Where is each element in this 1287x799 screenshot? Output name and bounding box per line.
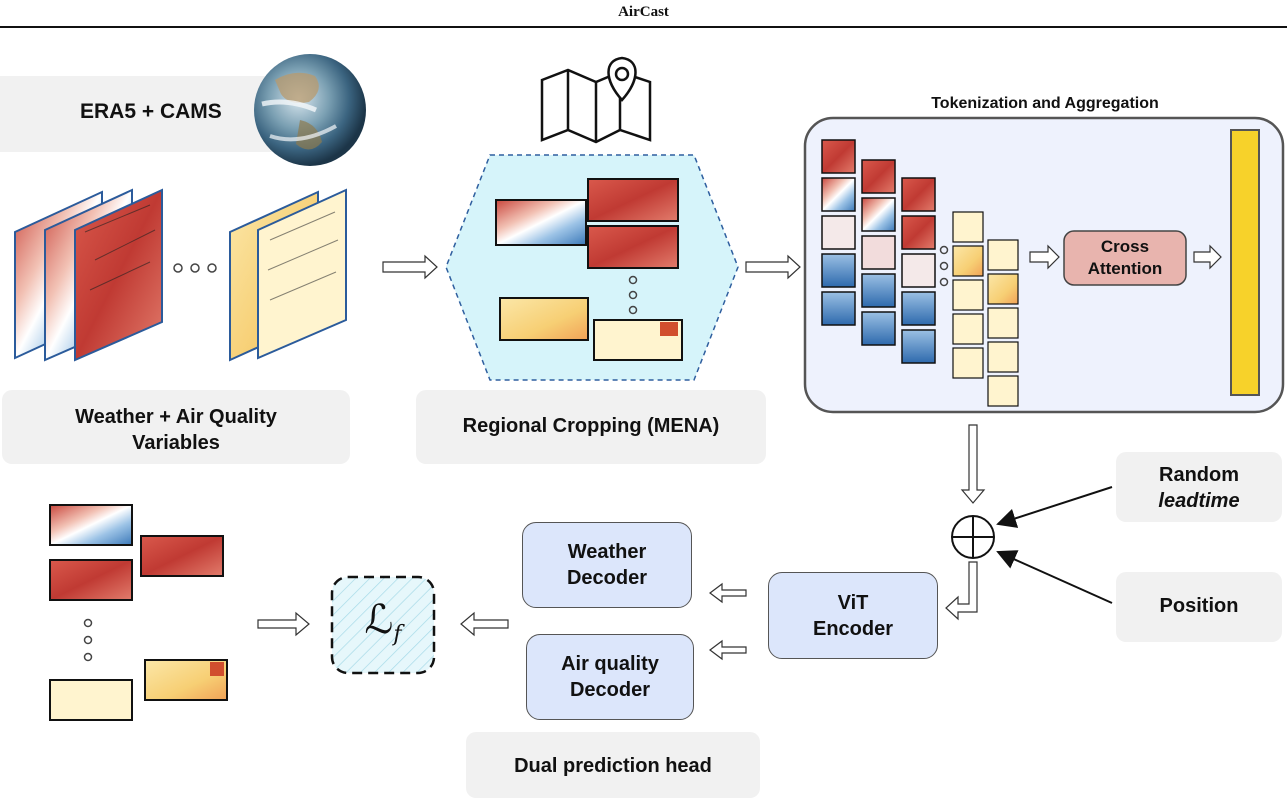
arrow-targets-to-loss <box>257 611 310 637</box>
position-pill-bg <box>1116 572 1282 642</box>
source-label: ERA5 + CAMS <box>80 100 222 123</box>
cropped-maps <box>495 178 683 361</box>
arrow-to-aggregate <box>1193 244 1222 270</box>
sum-icon <box>951 515 995 559</box>
map-pin-icon <box>540 56 652 144</box>
random-leadtime-label: Random leadtime <box>1116 462 1282 514</box>
cross-attention-bg <box>1063 230 1187 286</box>
head-pill-bg <box>466 732 760 798</box>
air-decoder-line1: Air quality <box>561 653 659 675</box>
token-grid <box>821 139 1019 407</box>
cross-attention-line1: Cross <box>1100 237 1150 256</box>
source-pill-bg <box>0 76 300 152</box>
encoder-line2: Encoder <box>812 617 894 640</box>
arrow-to-loss <box>460 611 509 637</box>
variables-label: Weather + Air Quality Variables <box>2 404 350 456</box>
header-divider <box>0 26 1287 28</box>
loss-script: ℒ <box>364 597 394 643</box>
input-map-stack <box>14 188 347 362</box>
weather-decoder-box: Weather Decoder <box>522 522 692 608</box>
air-quality-decoder-box: Air quality Decoder <box>526 634 694 720</box>
loss-symbol: ℒf <box>332 597 434 647</box>
weather-decoder-line2: Decoder <box>566 567 648 589</box>
vit-encoder-box: ViT Encoder <box>768 572 938 659</box>
output-maps <box>49 504 228 721</box>
arrow-position-to-sum <box>996 550 1113 604</box>
arrow-to-encoder <box>945 561 978 621</box>
variables-label-line1: Weather + Air Quality <box>75 406 277 428</box>
cross-attention-label: Cross Attention <box>1064 236 1186 280</box>
random-label: Random <box>1159 464 1239 486</box>
variables-label-line2: Variables <box>132 432 220 454</box>
page-title: AirCast <box>618 4 669 20</box>
tokenization-title: Tokenization and Aggregation <box>931 95 1159 112</box>
position-label: Position <box>1159 595 1239 617</box>
arrow-to-cropping <box>382 254 438 280</box>
air-decoder-line2: Decoder <box>569 679 651 701</box>
loss-box <box>330 575 436 675</box>
cross-attention-line2: Attention <box>1087 259 1163 278</box>
arrow-to-tokenization <box>745 254 801 280</box>
variables-pill-bg <box>2 390 350 464</box>
leadtime-label: leadtime <box>1158 490 1240 512</box>
weather-decoder-line1: Weather <box>567 541 647 563</box>
cropping-pill-bg <box>416 390 766 464</box>
dual-head-label: Dual prediction head <box>514 755 712 777</box>
cropping-label: Regional Cropping (MENA) <box>462 415 720 437</box>
loss-subscript: f <box>393 622 402 647</box>
arrow-to-weather-decoder <box>709 582 747 604</box>
arrow-to-air-decoder <box>709 639 747 661</box>
arrow-leadtime-to-sum <box>996 486 1113 528</box>
arrow-to-sum <box>960 424 986 504</box>
earth-icon <box>254 54 366 166</box>
random-pill-bg <box>1116 452 1282 522</box>
arrow-to-cross-attention <box>1029 244 1060 270</box>
aggregated-token-bar <box>1230 129 1260 396</box>
encoder-line1: ViT <box>837 591 869 614</box>
